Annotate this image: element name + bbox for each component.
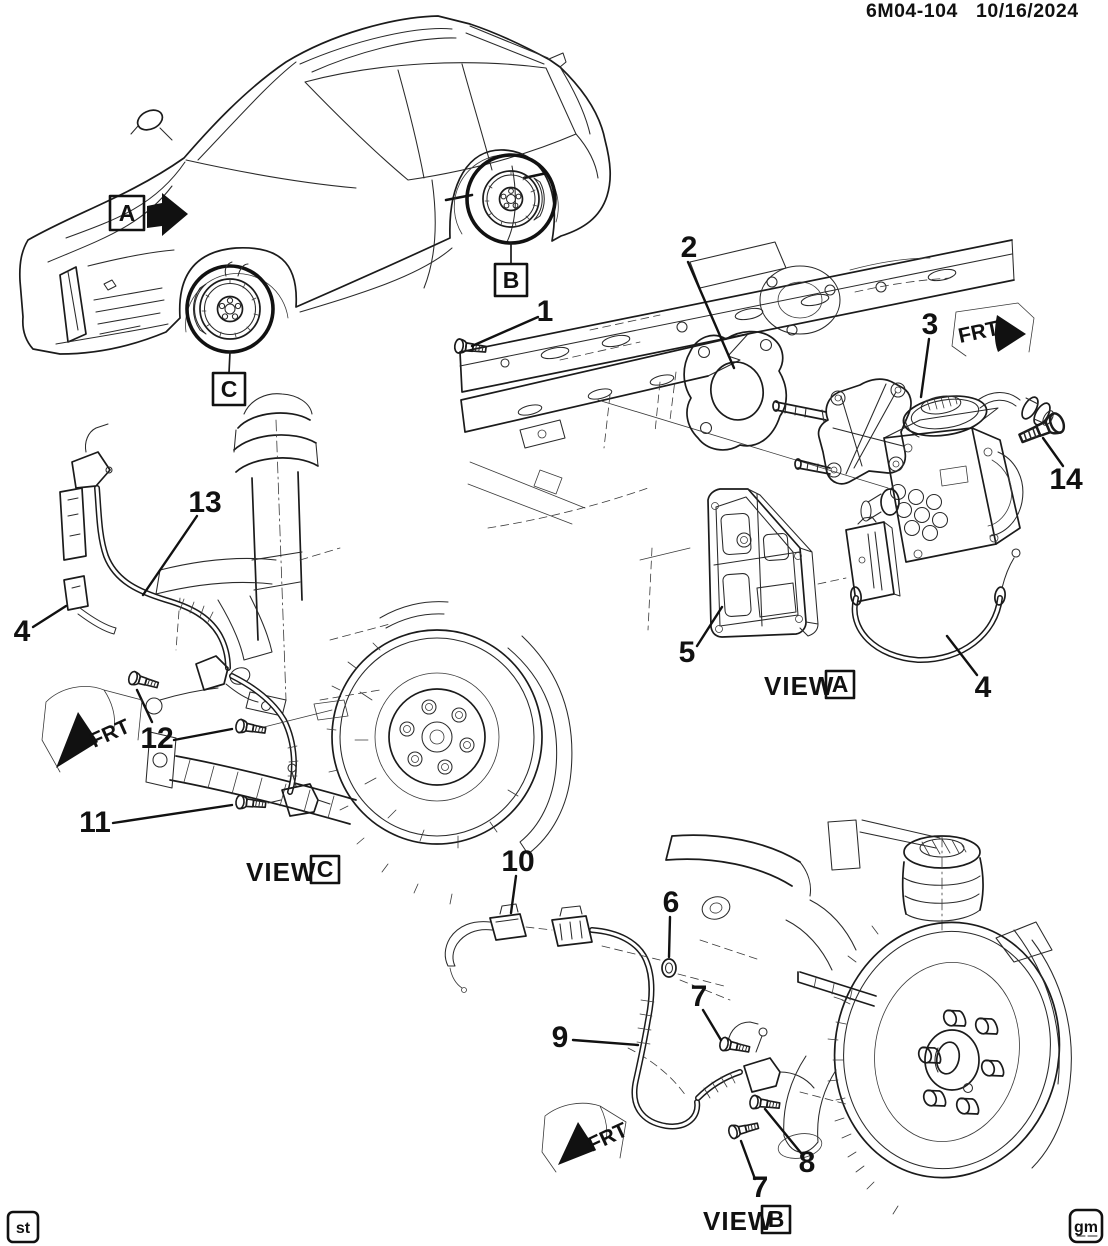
callout-7a: 7 bbox=[691, 980, 708, 1013]
view-a-illustration: 1 2 bbox=[453, 231, 1083, 704]
direction-arrow-icon bbox=[147, 193, 188, 236]
frt-label-view-b: FRT bbox=[584, 1118, 631, 1156]
stamp-bottom-left: st bbox=[6, 1210, 40, 1244]
callout-10: 10 bbox=[501, 845, 534, 878]
detail-letter-a: A bbox=[119, 200, 136, 226]
callout-8: 8 bbox=[799, 1146, 816, 1179]
callout-4c: 4 bbox=[14, 615, 31, 648]
detail-marker-b: B bbox=[493, 262, 529, 298]
view-a-letter: A bbox=[832, 671, 849, 697]
frt-direction-arrow-view-b: FRT bbox=[541, 1102, 631, 1173]
header: 6M04-104 10/16/2024 bbox=[866, 0, 1079, 22]
callout-1: 1 bbox=[537, 295, 554, 328]
rear-wheel-studs bbox=[915, 1004, 1007, 1121]
callout-5: 5 bbox=[679, 636, 696, 669]
callout-9: 9 bbox=[552, 1021, 569, 1054]
callout-3: 3 bbox=[922, 308, 939, 341]
part-3-brake-module bbox=[772, 378, 1054, 563]
view-b-label: VIEW B bbox=[703, 1204, 792, 1236]
view-a-word: VIEW bbox=[764, 671, 834, 701]
callout-13: 13 bbox=[188, 486, 221, 519]
part-4-harness bbox=[850, 548, 1021, 664]
view-a-label: VIEW A bbox=[764, 669, 856, 701]
detail-marker-a: A bbox=[108, 193, 188, 236]
part-7-bolt-lower bbox=[726, 1118, 761, 1141]
document-date: 10/16/2024 bbox=[976, 0, 1079, 22]
stamp-gm-text: gm bbox=[1074, 1219, 1098, 1236]
frt-direction-arrow-view-c: FRT bbox=[41, 686, 143, 773]
view-c-letter: C bbox=[317, 856, 334, 882]
part-9-sensor-harness bbox=[444, 903, 815, 1130]
part-6-grommet bbox=[661, 958, 677, 978]
front-lug-bolts bbox=[399, 699, 475, 775]
view-c-label: VIEW C bbox=[246, 854, 341, 887]
part-7-bolt-upper bbox=[717, 1035, 752, 1057]
callout-4a: 4 bbox=[975, 671, 992, 704]
rear-suspension-structure bbox=[627, 819, 1072, 1215]
frt-arrow-icon bbox=[56, 712, 98, 768]
part-14-screw bbox=[1015, 410, 1068, 449]
vehicle-overview: C B A bbox=[18, 15, 611, 407]
view-c-word: VIEW bbox=[246, 857, 316, 887]
view-b-letter: B bbox=[768, 1206, 785, 1232]
side-mirror bbox=[130, 109, 173, 141]
detail-letter-c: C bbox=[221, 376, 238, 402]
callout-11: 11 bbox=[79, 806, 111, 839]
frt-arrow-icon bbox=[558, 1122, 596, 1165]
part-5-cover bbox=[707, 488, 819, 638]
part-2-gasket bbox=[683, 330, 788, 451]
callout-6: 6 bbox=[663, 886, 680, 919]
frt-direction-arrow-view-a: FRT bbox=[951, 302, 1035, 357]
control-unit bbox=[817, 516, 901, 603]
front-suspension-structure bbox=[145, 393, 573, 905]
part-13-sensor-harness bbox=[59, 423, 349, 817]
view-b-illustration: 10 6 9 7 8 7 FRT VIEW B bbox=[444, 819, 1072, 1236]
frt-label-view-c: FRT bbox=[87, 715, 134, 753]
air-spring bbox=[901, 835, 984, 931]
stamp-bottom-right: gm bbox=[1068, 1208, 1104, 1244]
view-c-illustration: 13 4 12 11 FRT VIEW C bbox=[14, 393, 573, 905]
callout-2: 2 bbox=[681, 231, 698, 264]
frt-arrow-icon bbox=[994, 315, 1026, 352]
detail-letter-b: B bbox=[503, 267, 520, 293]
front-fascia bbox=[55, 249, 175, 345]
front-brake-detail-circle bbox=[185, 261, 275, 354]
document-number: 6M04-104 bbox=[866, 0, 958, 22]
detail-marker-c: C bbox=[211, 371, 247, 407]
callout-7b: 7 bbox=[752, 1171, 769, 1204]
frt-label-view-a: FRT bbox=[956, 317, 1001, 348]
callout-14: 14 bbox=[1049, 463, 1083, 496]
part-12-bolt-upper bbox=[126, 669, 161, 693]
callout-12: 12 bbox=[140, 722, 173, 755]
stamp-st-text: st bbox=[16, 1220, 31, 1237]
